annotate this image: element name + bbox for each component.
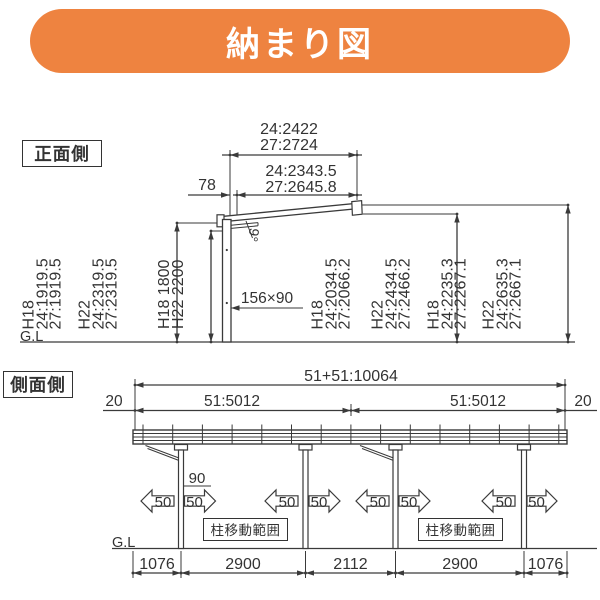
side-half-width-dim-left: 51:5012 <box>203 393 261 410</box>
bottom-dim-1076-right: 1076 <box>527 556 564 573</box>
move-range-value: 50 <box>528 493 545 511</box>
move-range-value: 50 <box>495 493 513 511</box>
height-dim-front-under-h18: H18 24:2034.5 27:2066.2 <box>310 257 354 329</box>
side-view-drawing <box>103 379 597 578</box>
right-arrow-shape <box>398 488 431 514</box>
front-view-drawing <box>20 150 575 344</box>
post-move-range-label-box: 柱移動範囲 <box>203 517 288 541</box>
height-dim-back-h22: H22 24:2319.5 27:2319.5 <box>77 257 121 329</box>
bottom-dim-2900-left: 2900 <box>225 556 261 573</box>
side-ground-level-label: G.L <box>112 535 136 551</box>
left-arrow-shape <box>264 488 299 514</box>
move-range-value: 50 <box>369 493 387 511</box>
side-half-width-dim-right: 51:5012 <box>449 393 507 410</box>
front-view-label: 正面側 <box>34 144 90 164</box>
post-move-range-label-box: 柱移動範囲 <box>418 517 503 541</box>
post-move-range-label: 柱移動範囲 <box>210 523 281 538</box>
move-range-value: 50 <box>400 493 418 511</box>
side-dimension-dots <box>131 383 569 575</box>
front-dimension-dots <box>175 153 570 344</box>
side-view-label: 側面側 <box>10 375 66 395</box>
height-dim-front-under-h22: H22 24:2434.5 27:2466.2 <box>370 257 414 329</box>
dim-line: H22 2200 <box>169 259 187 329</box>
front-post-bolt <box>225 301 228 305</box>
front-post-bolt <box>225 248 228 252</box>
height-dim-front-top-h18: H18 24:2235.3 27:2267.1 <box>426 257 470 329</box>
left-arrow-shape <box>355 488 390 514</box>
front-roof-inner-dim-27: 27:2645.8 <box>265 179 337 196</box>
title-banner: 納まり図 <box>30 9 570 73</box>
move-range-value: 50 <box>186 493 203 511</box>
dim-line: 27:2066.2 <box>336 257 354 329</box>
right-arrow-shape <box>526 488 558 514</box>
bottom-dim-2900-right: 2900 <box>442 556 478 573</box>
side-total-width-dim: 51+51:10064 <box>304 368 398 385</box>
move-range-value: 50 <box>278 493 296 511</box>
side-end-offset-right: 20 <box>574 393 592 410</box>
dim-line: 27:1919.5 <box>47 257 65 329</box>
dim-line: 27:2319.5 <box>103 257 121 329</box>
post-move-range-label: 柱移動範囲 <box>425 523 496 538</box>
front-post <box>221 218 232 343</box>
height-dim-back-h18: H18 24:1919.5 27:1919.5 <box>21 257 65 329</box>
height-dim-clearance: H18 1800 H22 2200 <box>156 259 187 329</box>
front-roof-front-gutter <box>351 199 363 216</box>
dim-line: 27:2466.2 <box>396 257 414 329</box>
side-end-offset-left: 20 <box>105 393 123 410</box>
front-roof-inner-dim-24: 24:2343.5 <box>265 163 337 180</box>
post-move-range-arrows <box>140 488 558 514</box>
right-arrow-shape <box>183 488 217 514</box>
side-view-label-box: 側面側 <box>3 371 73 398</box>
post-section-size: 156×90 <box>240 290 294 307</box>
side-post-width-dim: 90 <box>188 470 206 487</box>
move-range-value: 50 <box>310 493 328 511</box>
dim-line: 27:2267.1 <box>452 257 470 329</box>
roof-slope-angle: 9° <box>244 227 263 243</box>
dim-line: 27:2667.1 <box>507 257 525 329</box>
left-arrow-shape <box>140 488 175 514</box>
right-arrow-shape <box>308 488 341 514</box>
side-roof-band <box>132 429 568 445</box>
front-view-label-box: 正面側 <box>22 140 102 167</box>
height-dim-front-top-h22: H22 24:2635.3 27:2667.1 <box>481 257 525 329</box>
front-roof-outer-dim-27: 27:2724 <box>260 137 318 154</box>
bottom-dim-2112: 2112 <box>333 556 368 573</box>
page-title: 納まり図 <box>226 25 374 64</box>
left-arrow-shape <box>481 488 516 514</box>
front-roof-outer-dim-24: 24:2422 <box>260 121 318 138</box>
move-range-value: 50 <box>154 493 172 511</box>
front-roof-panel <box>217 202 359 223</box>
front-dimension-lines <box>20 154 575 343</box>
front-ground-level-label: G.L <box>20 329 44 345</box>
front-back-offset-dim: 78 <box>198 177 216 194</box>
front-extension-lines <box>177 150 568 309</box>
bottom-dim-1076-left: 1076 <box>139 556 175 573</box>
